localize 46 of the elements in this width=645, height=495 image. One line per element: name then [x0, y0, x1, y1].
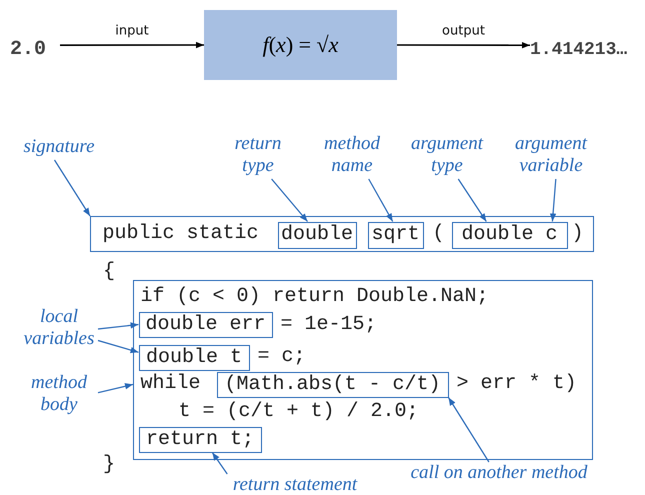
- leader-line: [98, 322, 139, 330]
- edge-label: input: [113, 24, 151, 39]
- leader-line: [458, 178, 487, 222]
- leader-line: [212, 452, 228, 474]
- code-text: t = (c/t + t) / 2.0;: [178, 400, 419, 424]
- highlighted-code: double err: [138, 312, 272, 338]
- highlighted-code: return t;: [138, 426, 262, 452]
- leader-line: [368, 178, 394, 222]
- callout-text: argument variable: [503, 133, 599, 179]
- brace: }: [103, 453, 116, 477]
- highlighted-code: double c: [452, 222, 568, 248]
- code-text: = 1e-15;: [280, 312, 377, 336]
- code-text: if (c < 0) return Double.NaN;: [140, 284, 489, 308]
- code-text: (: [432, 222, 445, 246]
- code-block: [90, 216, 594, 252]
- callout-text: return statement: [218, 474, 372, 495]
- callout-text: call on another method: [398, 462, 600, 486]
- code-text: > err * t): [456, 372, 577, 396]
- leader-line: [98, 340, 139, 354]
- function-box: f(x) = √x: [204, 10, 397, 80]
- arrow: [397, 42, 530, 48]
- highlighted-code: double: [278, 222, 356, 248]
- code-text: = c;: [258, 344, 306, 368]
- callout-text: method name: [314, 133, 390, 179]
- callout-text: argument type: [400, 133, 494, 179]
- leader-line: [550, 178, 556, 222]
- highlighted-code: double t: [138, 344, 250, 370]
- code-text: while: [140, 372, 201, 396]
- value-text: 2.0: [10, 38, 60, 62]
- code-text: ): [572, 222, 584, 246]
- arrow: [60, 42, 204, 48]
- edge-label: output: [440, 24, 487, 39]
- brace: {: [103, 260, 116, 284]
- callout-text: local variables: [20, 306, 98, 352]
- leader-line: [54, 160, 90, 216]
- value-text: 1.414213…: [530, 38, 642, 62]
- callout-text: signature: [14, 136, 104, 160]
- highlighted-code: (Math.abs(t - c/t): [216, 372, 448, 398]
- code-block: [133, 280, 593, 460]
- callout-text: return type: [224, 133, 292, 179]
- highlighted-code: sqrt: [368, 222, 424, 248]
- code-text: public static: [102, 222, 259, 246]
- leader-line: [271, 178, 308, 222]
- leader-line: [98, 383, 134, 394]
- leader-line: [448, 397, 490, 462]
- callout-text: method body: [20, 372, 98, 418]
